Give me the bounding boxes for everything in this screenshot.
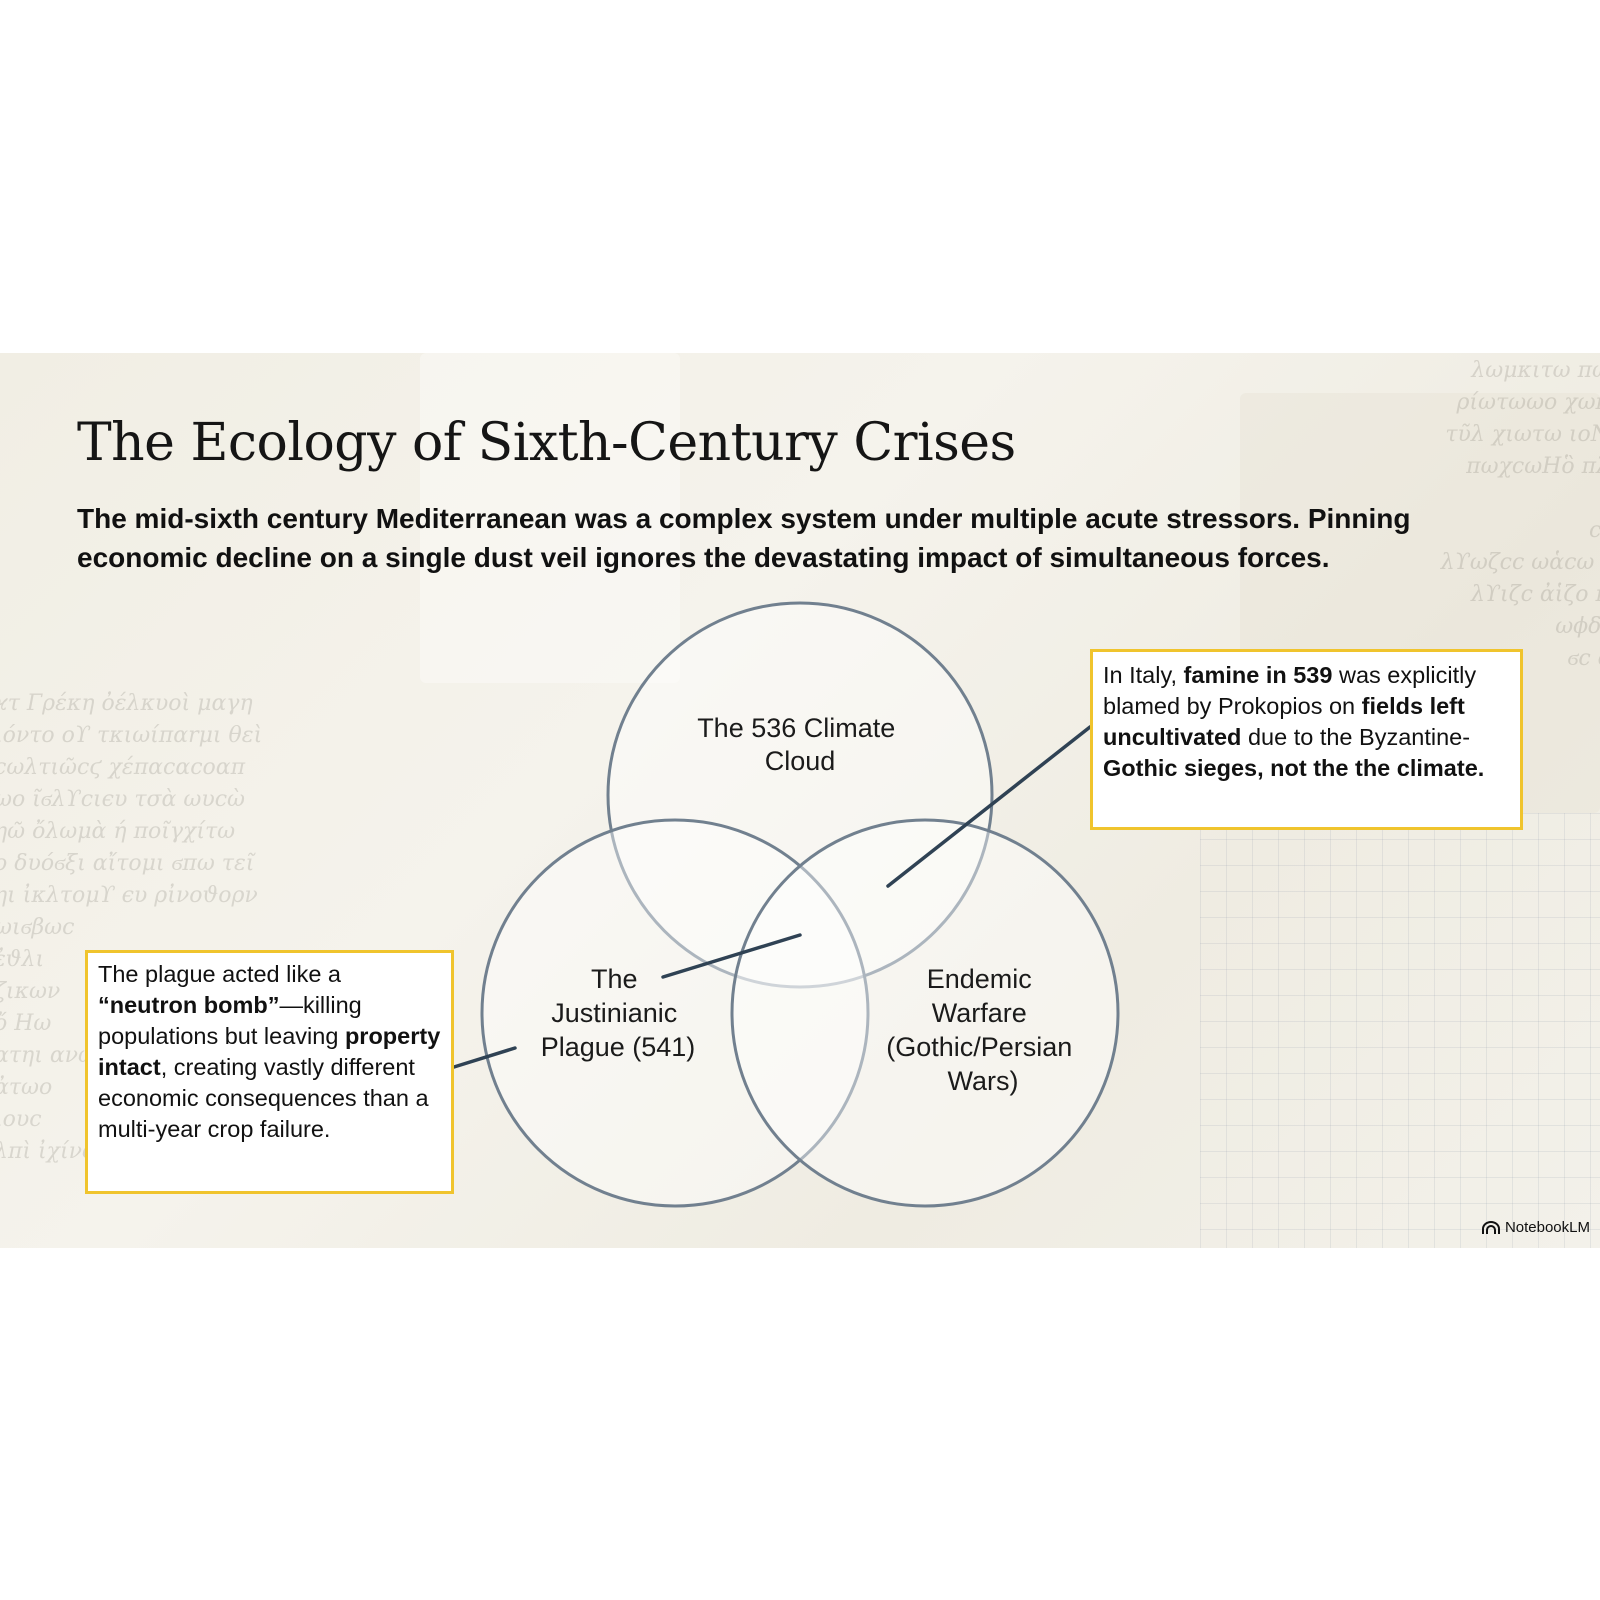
notebooklm-logo-icon: [1481, 1220, 1500, 1234]
venn-diagram: The 536 Climate Cloud The Justinianic Pl…: [452, 601, 1120, 1208]
background-manuscript-left: ϰτ Γρέκη ὀέλκυοὶ μαγη ιόντο οϒ τκιωίπαrμ…: [0, 691, 274, 1164]
leader-line-center: [661, 933, 802, 979]
venn-circle-plague: [480, 818, 870, 1208]
slide-title: The Ecology of Sixth-Century Crises: [77, 413, 1016, 473]
brand-label: NotebookLM: [1504, 1219, 1590, 1236]
leader-line-left: [452, 1046, 517, 1069]
leader-lines: [452, 725, 1092, 1069]
label-climate: The 536 Climate Cloud: [697, 713, 903, 776]
callout-plague-text: The plague acted like a “neutron bomb”—k…: [98, 961, 441, 1142]
callout-famine: In Italy, famine in 539 was explicitly b…: [1090, 649, 1523, 830]
venn-circle-warfare: [730, 818, 1120, 1208]
label-plague: The Justinianic Plague (541): [541, 964, 696, 1062]
leader-line-right: [886, 725, 1092, 888]
venn-circles: [480, 601, 1120, 1208]
venn-circle-climate: [606, 601, 994, 989]
callout-famine-text: In Italy, famine in 539 was explicitly b…: [1103, 662, 1485, 781]
slide-subtitle: The mid-sixth century Mediterranean was …: [77, 503, 1411, 573]
callout-plague: The plague acted like a “neutron bomb”—k…: [85, 950, 454, 1194]
venn-labels: The 536 Climate Cloud The Justinianic Pl…: [541, 713, 1080, 1096]
grid-paper-texture: [1200, 813, 1600, 1248]
notebooklm-brand: NotebookLM: [1481, 1219, 1590, 1236]
slide: ϰτ Γρέκη ὀέλκυοὶ μαγη ιόντο οϒ τκιωίπαrμ…: [0, 353, 1600, 1248]
paper-texture: [420, 353, 680, 683]
label-warfare: Endemic Warfare (Gothic/Persian Wars): [886, 964, 1080, 1096]
background-manuscript-right: λωμκιτω πω ρίωτωωο χωπ τῦλ χιωτω ιοΝ πωχ…: [1440, 358, 1600, 671]
